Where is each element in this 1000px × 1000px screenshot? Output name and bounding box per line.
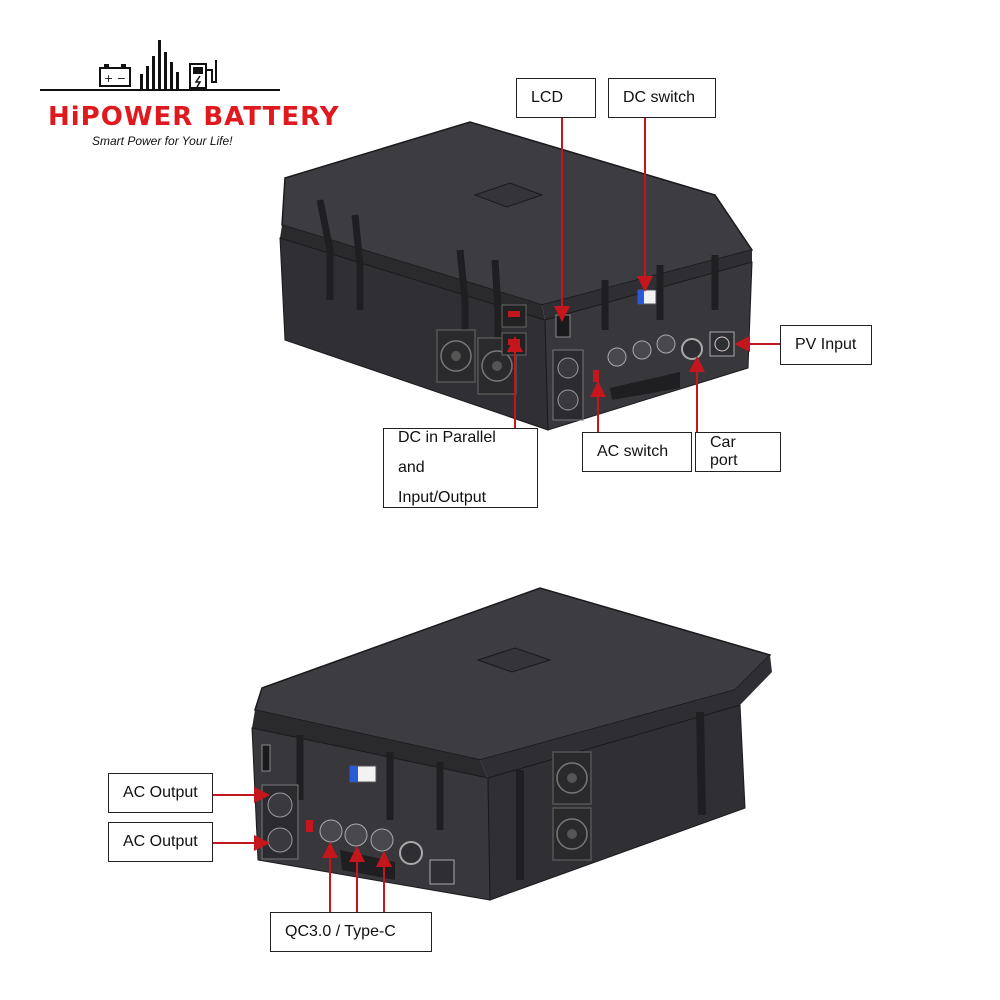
brand-logo: + − HiPOWER BATTERY Smart Power for Your… <box>40 38 339 148</box>
callout-car-port: Car port <box>695 432 781 472</box>
brand-tagline: Smart Power for Your Life! <box>92 134 233 148</box>
charging-station-icon <box>189 60 217 89</box>
signal-bars-icon <box>140 40 179 90</box>
callout-dc-parallel: DC in Parallel and Input/Output <box>383 428 538 508</box>
callout-dc-parallel-line2: Input/Output <box>398 489 487 506</box>
callout-ac-output-2: AC Output <box>108 822 213 862</box>
callout-dc-switch: DC switch <box>608 78 716 118</box>
callout-ac-switch: AC switch <box>582 432 692 472</box>
callout-pv-input: PV Input <box>780 325 872 365</box>
top-leader-lines <box>507 118 780 432</box>
callout-ac-output-1: AC Output <box>108 773 213 813</box>
callout-qc-typec: QC3.0 / Type-C <box>270 912 432 952</box>
bottom-power-station <box>251 587 772 901</box>
callout-dc-parallel-line1: DC in Parallel and <box>398 429 496 476</box>
bottom-leader-lines <box>213 787 392 912</box>
battery-icon: + − <box>99 64 131 87</box>
callout-lcd: LCD <box>516 78 596 118</box>
brand-name: HiPOWER BATTERY <box>48 102 340 132</box>
brand-mark: + − <box>40 40 280 91</box>
svg-text:+ −: + − <box>104 72 126 85</box>
